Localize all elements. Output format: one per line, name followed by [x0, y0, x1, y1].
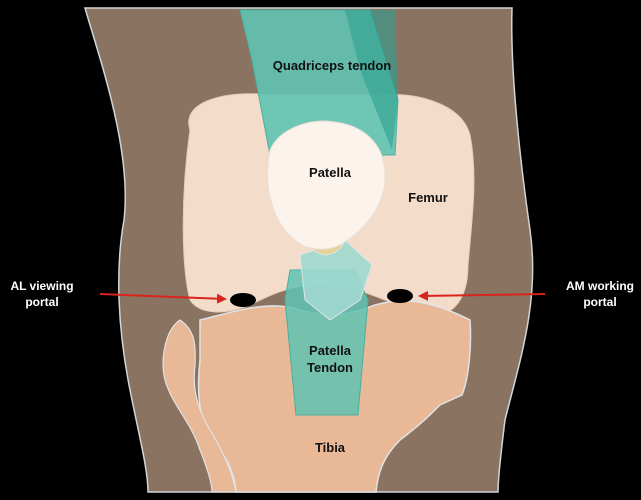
label-am-portal-line1: AM working [566, 279, 634, 293]
label-quadriceps-tendon: Quadriceps tendon [273, 58, 392, 73]
am-portal [387, 289, 413, 303]
label-tibia: Tibia [315, 440, 346, 455]
label-patella: Patella [309, 165, 352, 180]
label-patella-tendon-line2: Tendon [307, 360, 353, 375]
label-femur: Femur [408, 190, 448, 205]
label-am-portal-line2: portal [583, 295, 616, 309]
label-patella-tendon-line1: Patella [309, 343, 352, 358]
label-al-portal-line2: portal [25, 295, 58, 309]
al-portal [230, 293, 256, 307]
label-al-portal-line1: AL viewing [10, 279, 73, 293]
